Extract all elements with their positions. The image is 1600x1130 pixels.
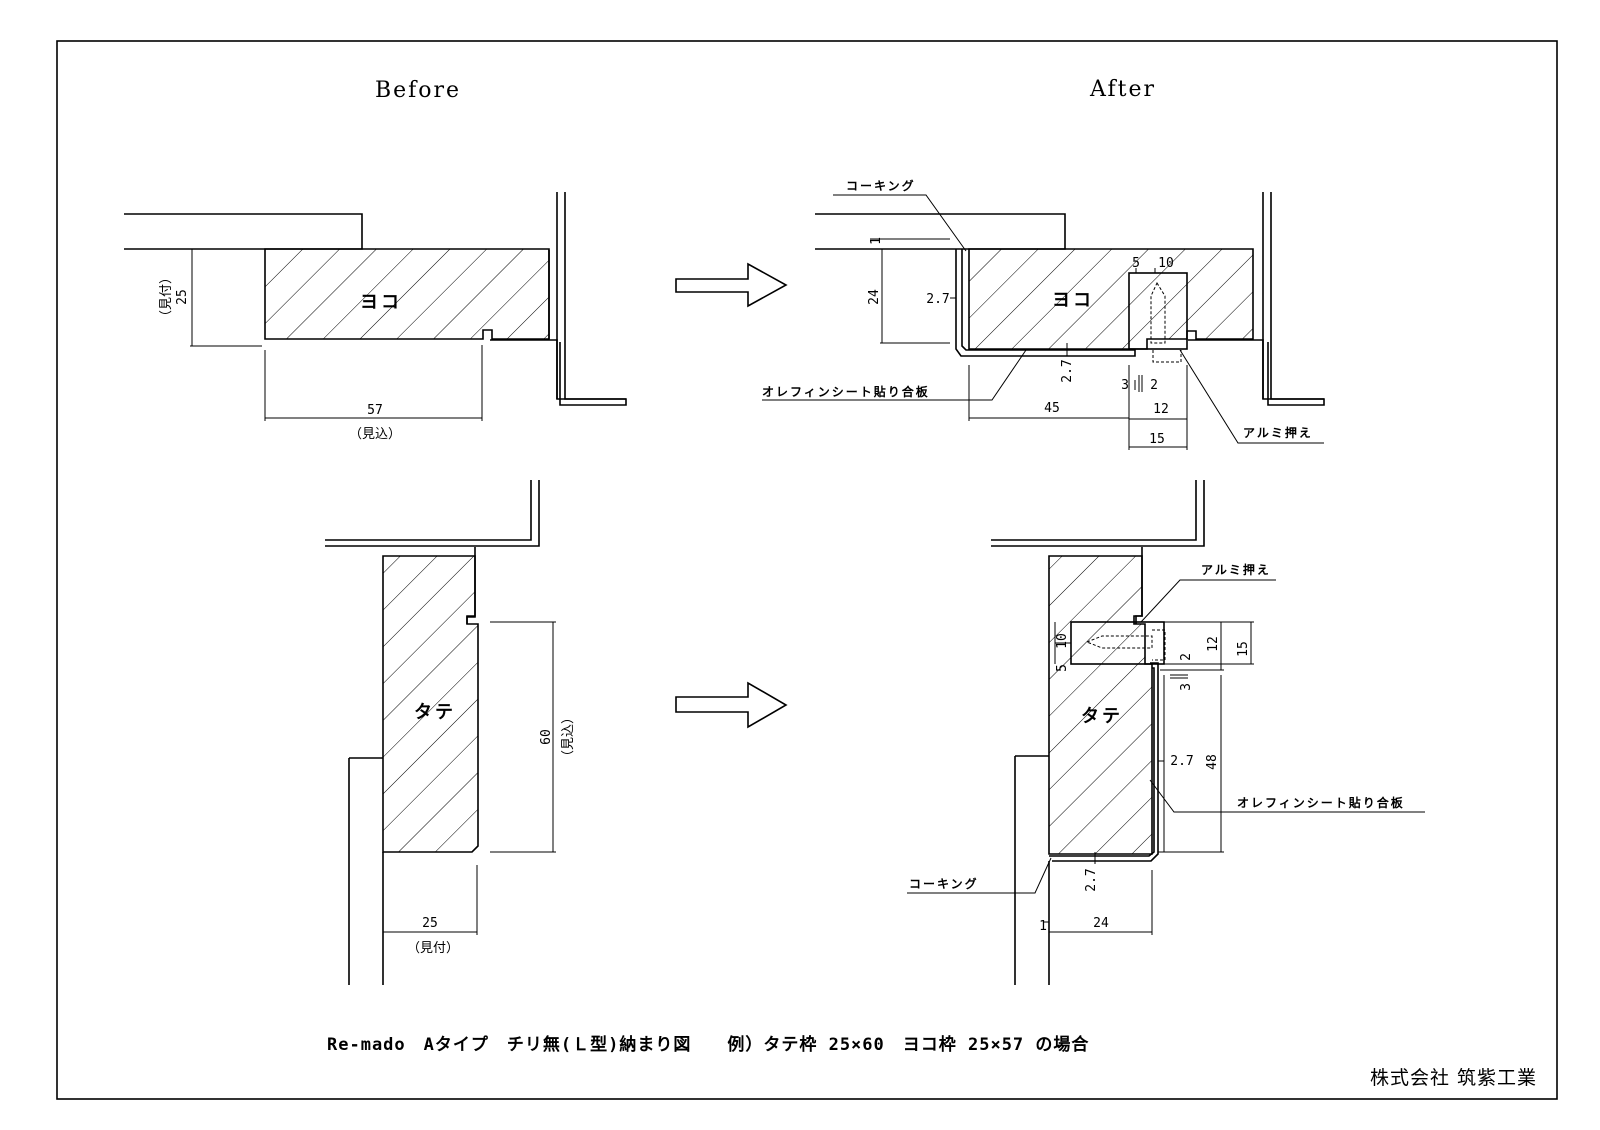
dim-after-yoko-24: 24	[867, 289, 882, 305]
label-after-yoko-alumi: アルミ押え	[1243, 425, 1313, 440]
dim-before-yoko-25: 25	[175, 289, 190, 305]
company-name: 株式会社 筑紫工業	[1370, 1067, 1537, 1089]
after-tate-section	[907, 480, 1425, 985]
dim-after-yoko-1: 1	[869, 237, 884, 245]
part-before-tate: タテ	[414, 702, 456, 723]
dim-after-yoko-3: 3	[1121, 378, 1129, 393]
dim-after-yoko-2: 2	[1150, 378, 1158, 393]
after-yoko-section	[762, 192, 1325, 450]
heading-before: Before	[375, 78, 461, 103]
dim-before-tate-mitsuke: （見付）	[407, 941, 459, 956]
before-yoko-section	[124, 192, 627, 421]
heading-after: After	[1089, 77, 1156, 102]
dim-before-yoko-mitsuke: （見付）	[159, 271, 174, 323]
label-after-tate-alumi: アルミ押え	[1201, 562, 1271, 577]
dim-before-yoko-57: 57	[367, 403, 383, 418]
dim-after-tate-12: 12	[1206, 636, 1221, 652]
dim-before-tate-mikomi: （見込）	[561, 711, 576, 763]
part-after-yoko: ヨコ	[1052, 290, 1094, 311]
dim-after-yoko-10: 10	[1158, 256, 1174, 271]
dim-after-yoko-27b: 2.7	[1060, 359, 1075, 382]
dim-after-tate-24: 24	[1093, 916, 1109, 931]
label-after-yoko-caulking: コーキング	[846, 178, 916, 193]
dim-after-tate-2: 2	[1179, 653, 1194, 661]
dim-before-tate-25: 25	[422, 916, 438, 931]
dim-after-yoko-27a: 2.7	[926, 292, 949, 307]
arrow-bottom	[675, 681, 788, 729]
dim-after-yoko-15: 15	[1149, 432, 1165, 447]
dim-after-tate-27b: 2.7	[1084, 868, 1099, 891]
dim-after-tate-3: 3	[1179, 683, 1194, 691]
label-after-tate-olefin: オレフィンシート貼り合板	[1237, 795, 1405, 810]
label-after-yoko-olefin: オレフィンシート貼り合板	[762, 384, 930, 399]
dim-after-tate-15: 15	[1236, 641, 1251, 657]
dim-after-tate-48: 48	[1205, 754, 1220, 770]
dim-after-yoko-5: 5	[1132, 256, 1140, 271]
dim-after-tate-1: 1	[1039, 919, 1047, 934]
part-before-yoko: ヨコ	[360, 292, 402, 313]
sheet-border	[56, 40, 1558, 1100]
dim-after-tate-5: 5	[1055, 664, 1070, 672]
part-after-tate: タテ	[1081, 706, 1123, 727]
label-after-tate-caulking: コーキング	[909, 876, 979, 891]
dim-after-yoko-45: 45	[1044, 401, 1060, 416]
arrow-top	[675, 262, 788, 308]
before-tate-section	[325, 480, 556, 985]
drawing-title: Re-mado Aタイプ チリ無(Ｌ型)納まり図 例）タテ枠 25×60 ヨコ枠…	[327, 1034, 1089, 1055]
dim-after-tate-10: 10	[1055, 633, 1070, 649]
dim-after-yoko-12: 12	[1153, 402, 1169, 417]
dim-before-yoko-mikomi: （見込）	[349, 427, 401, 442]
dim-after-tate-27a: 2.7	[1170, 754, 1193, 769]
dim-before-tate-60: 60	[539, 729, 554, 745]
